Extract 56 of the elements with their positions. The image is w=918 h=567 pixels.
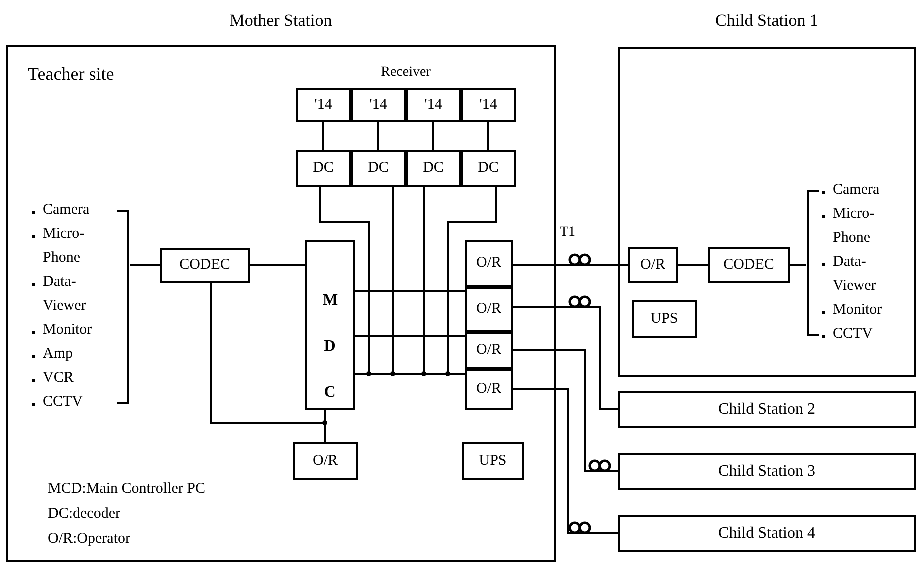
component-box: DC <box>351 150 406 187</box>
component-box: UPS <box>632 300 697 338</box>
component-box: DC <box>406 150 461 187</box>
line-label: T1 <box>560 224 576 242</box>
component-box: O/R <box>628 247 678 283</box>
station-title: Child Station 1 <box>716 10 818 32</box>
list-item: Micro- Phone <box>822 202 905 250</box>
key-text: O/R:Operator <box>48 530 130 549</box>
connector-line <box>322 122 324 150</box>
list-item: CCTV <box>822 322 905 346</box>
list-item: Monitor <box>32 318 115 342</box>
list-item: VCR <box>32 366 115 390</box>
component-box: DC <box>296 150 351 187</box>
component-box: '14 <box>296 88 351 122</box>
component-box: '14 <box>406 88 461 122</box>
component-box: CODEC <box>708 247 790 283</box>
site-label: Teacher site <box>28 63 114 86</box>
station-band: Child Station 2 <box>618 391 916 428</box>
station-band: Child Station 3 <box>618 453 916 490</box>
connector-line <box>250 264 305 266</box>
list-item: Amp <box>32 342 115 366</box>
station-band: Child Station 4 <box>618 515 916 552</box>
controller-box: M D C <box>305 240 355 410</box>
component-box: O/R <box>465 287 513 332</box>
station-title: Mother Station <box>230 10 332 32</box>
connector-line <box>377 122 379 150</box>
component-box: CODEC <box>160 248 250 283</box>
connector-line <box>513 388 618 534</box>
group-label: Receiver <box>380 64 432 82</box>
list-item: Camera <box>32 198 115 222</box>
component-box: O/R <box>465 332 513 369</box>
list-item: Data- Viewer <box>32 270 115 318</box>
component-box: O/R <box>293 442 358 480</box>
connector-line <box>513 264 628 266</box>
component-box: O/R <box>465 240 513 287</box>
list-item: CCTV <box>32 390 115 414</box>
key-text: DC:decoder <box>48 505 120 524</box>
connector-line <box>790 264 806 266</box>
list-item: Micro- Phone <box>32 222 115 270</box>
component-box: '14 <box>351 88 406 122</box>
connector-line <box>513 349 618 472</box>
list-item: Data- Viewer <box>822 250 905 298</box>
connector-line <box>432 122 434 150</box>
connector-line <box>355 290 465 292</box>
key-text: MCD:Main Controller PC <box>48 480 206 499</box>
connector-line <box>130 264 160 266</box>
component-box: UPS <box>462 442 524 480</box>
list-item: Monitor <box>822 298 905 322</box>
component-box: '14 <box>461 88 516 122</box>
connector-line <box>487 122 489 150</box>
component-box: O/R <box>465 369 513 410</box>
connector-line <box>678 264 708 266</box>
list-item: Camera <box>822 178 905 202</box>
connector-line <box>355 335 465 337</box>
component-box: DC <box>461 150 516 187</box>
connector-line <box>513 306 618 410</box>
